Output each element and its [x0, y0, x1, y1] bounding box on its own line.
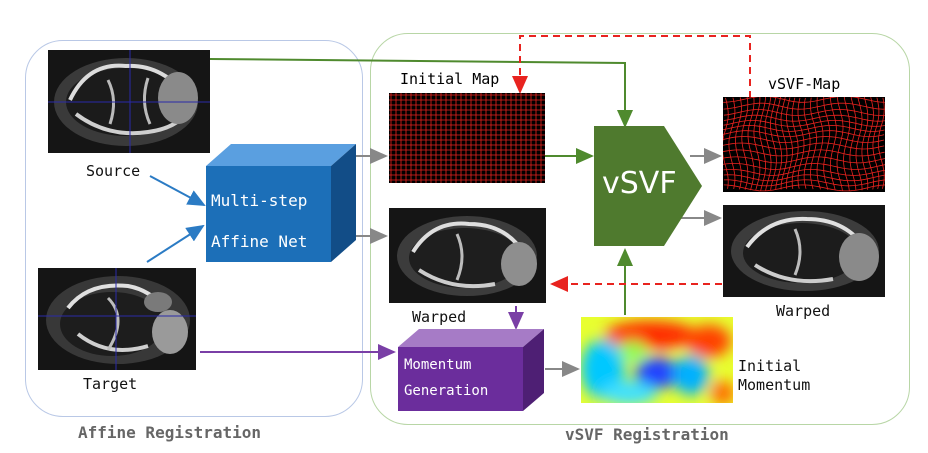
momentum-generation-label-line1: Momentum: [404, 357, 472, 373]
affine-net-box: [206, 144, 356, 262]
vsvf-map-grid: [723, 97, 885, 192]
arrow-source-to-vsvf: [209, 58, 633, 128]
affine-registration-title: Affine Registration: [78, 423, 262, 442]
warped-left-label: Warped: [412, 308, 467, 326]
arrow-target-to-affine: [146, 224, 205, 263]
affine-registration-panel: [25, 40, 363, 417]
initial-momentum-label-line1: Initial: [738, 357, 802, 375]
initial-momentum-heatmap: [581, 317, 733, 403]
momentum-generation-box: [398, 329, 544, 411]
source-image: [48, 50, 210, 153]
warped-left-image: [389, 208, 546, 303]
vsvf-registration-title: vSVF Registration: [565, 425, 729, 444]
momentum-generation-label-line2: Generation: [404, 383, 489, 399]
warped-right-label: Warped: [776, 302, 831, 320]
target-image: [38, 268, 196, 370]
target-label: Target: [83, 375, 138, 393]
affine-net-label-line1: Multi-step: [211, 191, 308, 210]
arrow-source-to-affine: [149, 175, 206, 206]
affine-net-label-line2: Affine Net: [211, 232, 308, 251]
arrow-vsvf-map-to-initial-map: [512, 35, 751, 98]
initial-momentum-label-line2: Momentum: [738, 376, 811, 394]
initial-map-label: Initial Map: [400, 70, 500, 88]
source-label: Source: [86, 162, 141, 180]
vsvf-block-label: vSVF: [602, 166, 677, 201]
vsvf-map-label: vSVF-Map: [768, 75, 841, 93]
initial-map-grid: [389, 93, 545, 183]
warped-right-image: [723, 205, 885, 297]
vsvf-block: [594, 126, 702, 246]
